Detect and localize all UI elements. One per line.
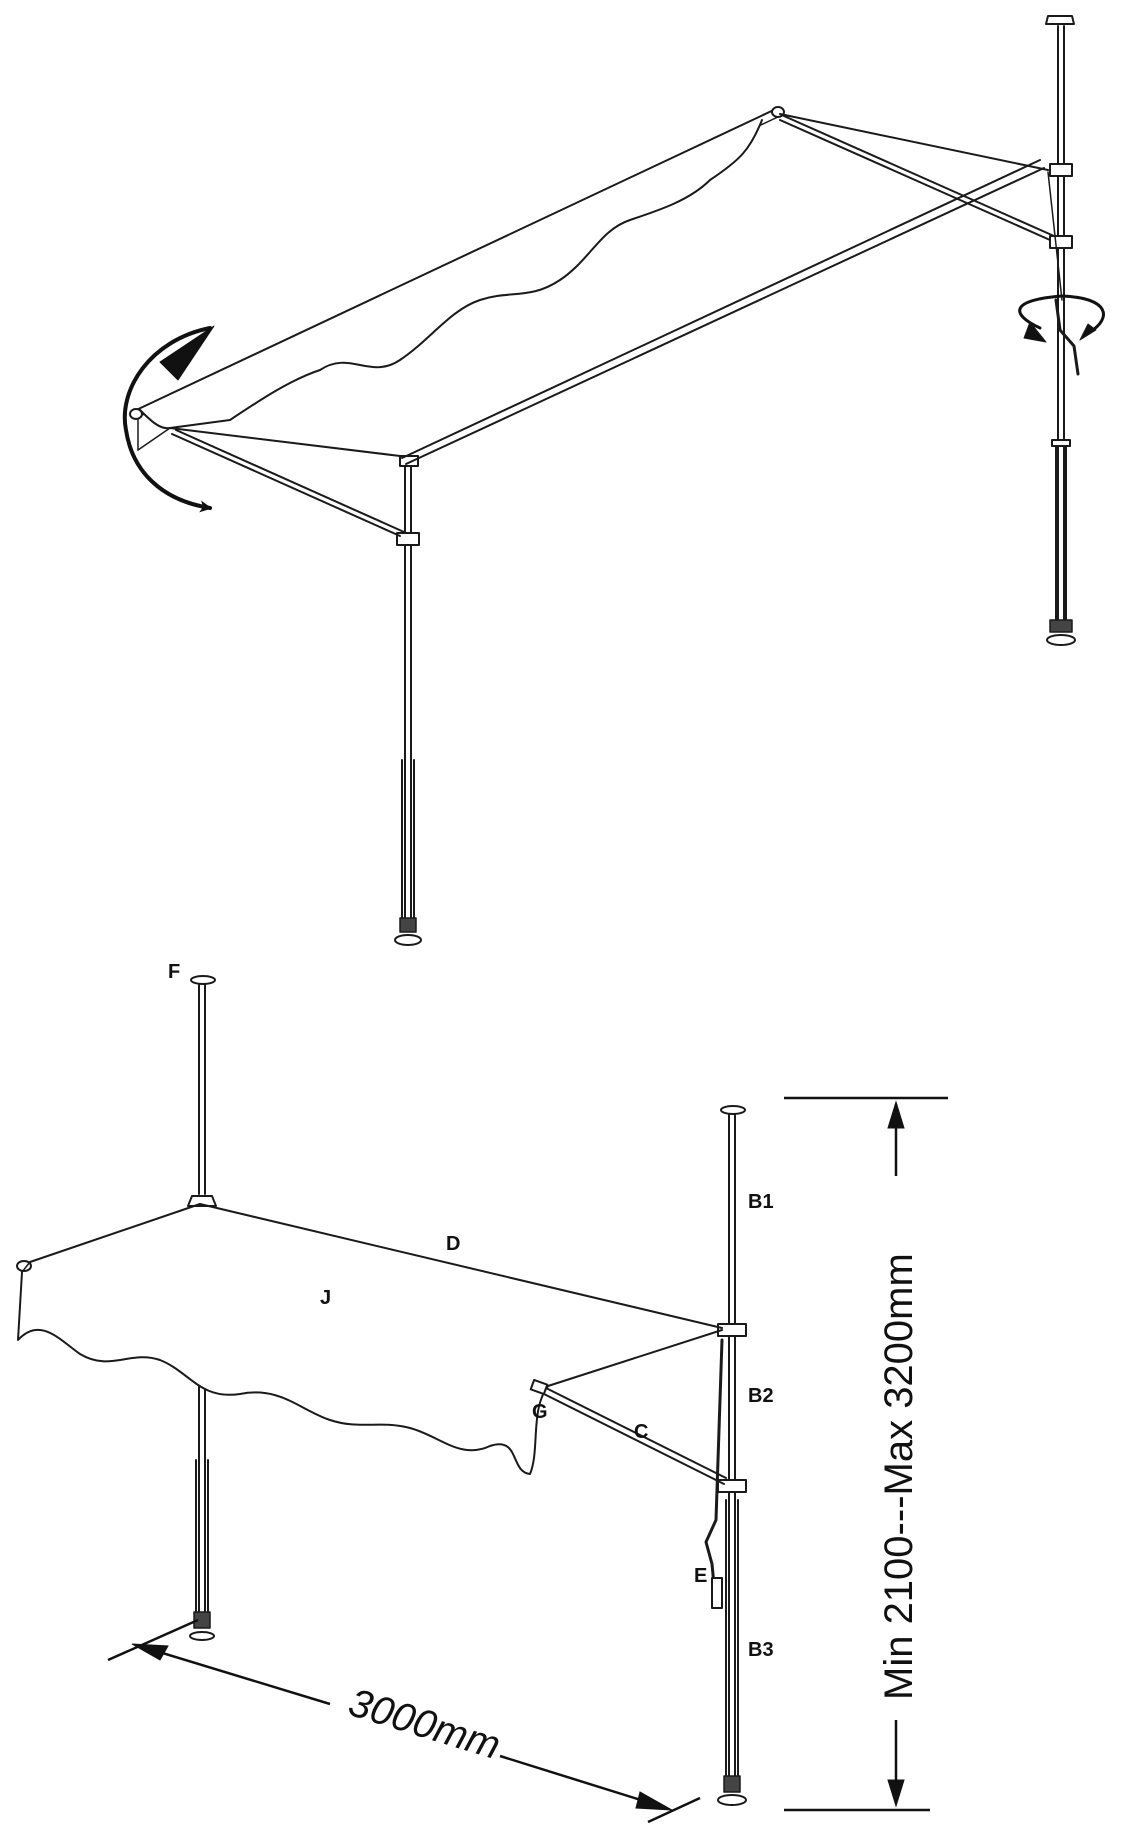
top-arms (171, 113, 1063, 537)
width-dimension (107, 1618, 701, 1824)
front-left-pole (189, 1359, 215, 1641)
label-c: C (634, 1421, 648, 1443)
tilt-arrow-icon (122, 325, 215, 513)
top-left-pole (394, 455, 422, 946)
label-b2: B2 (748, 1385, 774, 1407)
top-awning-view (122, 15, 1105, 946)
bottom-awning-view (16, 975, 747, 1806)
width-dimension-label: 3000mm (344, 1680, 506, 1768)
top-canopy (129, 106, 1045, 465)
label-d: D (446, 1233, 460, 1255)
canopy-j (16, 1203, 723, 1475)
label-f: F (168, 961, 180, 983)
label-e: E (694, 1565, 707, 1587)
crank-rotation-arrow-icon (1018, 294, 1105, 343)
arm-c (529, 1378, 727, 1485)
height-dimension (784, 1096, 948, 1812)
label-b3: B3 (748, 1639, 774, 1661)
height-dimension-label: Min 2100---Max 3200mm (877, 1253, 921, 1700)
label-b1: B1 (748, 1191, 774, 1213)
pole-b (704, 1105, 747, 1806)
label-j: J (320, 1287, 331, 1309)
label-g: G (532, 1401, 548, 1423)
pole-f (187, 975, 217, 1207)
top-right-pole (1045, 15, 1080, 646)
